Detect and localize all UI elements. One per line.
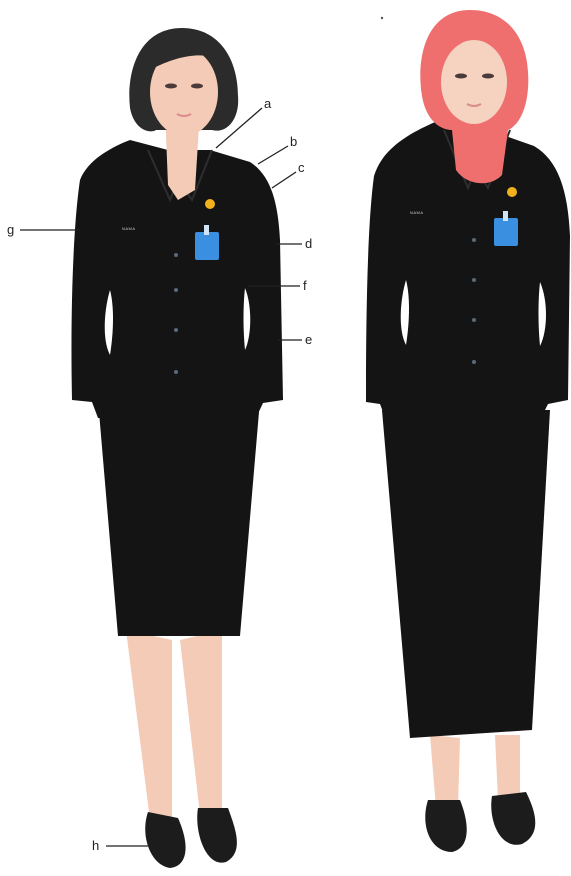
callout-line-c [272,172,296,188]
left-name-tag: NAMA [122,226,136,231]
callout-line-b [258,146,288,164]
figure-right: NAMA [366,10,570,852]
left-eye-2 [191,84,203,89]
speck [381,17,383,19]
callout-label-f: f [303,278,307,293]
left-button-3 [174,328,178,332]
right-button-1 [472,238,476,242]
left-id-clip [204,225,209,235]
left-button-2 [174,288,178,292]
right-skirt [382,410,550,738]
callout-label-a: a [264,96,272,111]
left-pin [205,199,215,209]
left-legs [126,630,222,822]
callout-label-d: d [305,236,312,251]
left-skirt [98,400,260,636]
left-button-4 [174,370,178,374]
right-id-clip [503,211,508,221]
right-shoe-2 [491,792,535,845]
right-eye-2 [482,74,494,79]
left-shoe-2 [197,808,237,863]
figure-left: NAMA [71,28,283,868]
right-name-tag: NAMA [410,210,424,215]
callout-label-h: h [92,838,99,853]
left-shoe-1 [145,812,185,868]
right-eye-1 [455,74,467,79]
callout-label-c: c [298,160,305,175]
left-id-card [195,232,219,260]
callout-label-g: g [7,222,14,237]
right-button-3 [472,318,476,322]
right-id-card [494,218,518,246]
callout-label-e: e [305,332,312,347]
right-button-2 [472,278,476,282]
callout-label-b: b [290,134,297,149]
left-button-1 [174,253,178,257]
right-face [441,40,507,124]
left-eye-1 [165,84,177,89]
right-shoe-1 [425,800,466,852]
right-button-4 [472,360,476,364]
right-pin [507,187,517,197]
